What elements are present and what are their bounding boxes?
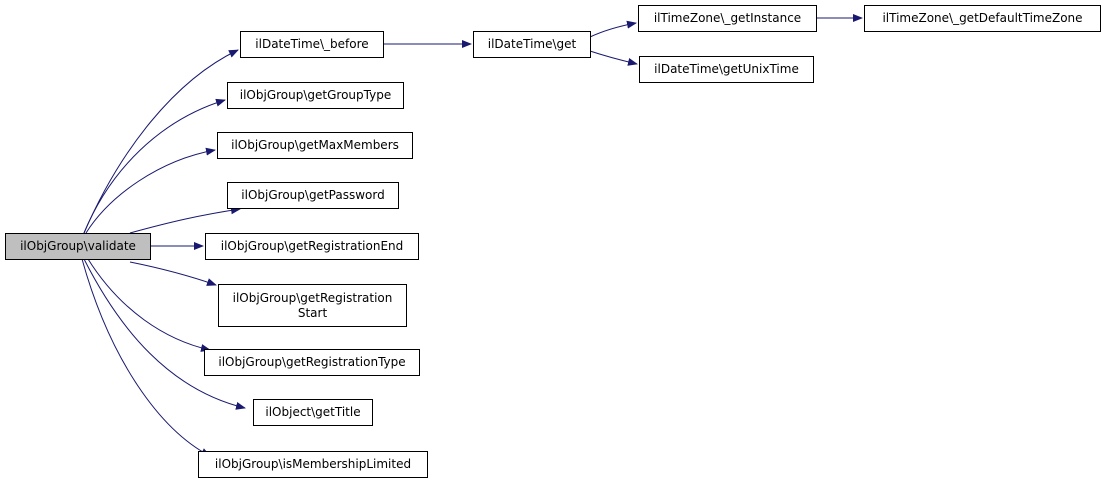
edge-validate-ismembershiplimited [81,258,211,457]
node-ismembershiplimited[interactable]: ilObjGroup\isMembershipLimited [198,451,428,478]
node-getmaxmembers[interactable]: ilObjGroup\getMaxMembers [217,132,413,159]
node-gettitle[interactable]: ilObject\getTitle [253,399,373,426]
node-tz-default[interactable]: ilTimeZone\_getDefaultTimeZone [864,5,1101,32]
node-validate[interactable]: ilObjGroup\validate [5,233,151,260]
edge-validate-gettitle [83,258,246,410]
node-getpassword[interactable]: ilObjGroup\getPassword [227,182,399,209]
edge-validate-before [83,49,239,234]
node-getregistrationend[interactable]: ilObjGroup\getRegistrationEnd [205,233,419,260]
node-getregistrationstart[interactable]: ilObjGroup\getRegistration Start [218,284,407,327]
edge-get-getunixtime [589,50,638,66]
node-get[interactable]: ilDateTime\get [473,31,591,58]
edge-validate-getregtype [87,258,211,352]
node-tz-getinstance[interactable]: ilTimeZone\_getInstance [638,5,817,32]
node-getregistrationtype[interactable]: ilObjGroup\getRegistrationType [204,349,420,376]
edge-validate-getpassword [129,206,241,234]
edge-get-tzgetinstance [589,20,637,38]
edge-validate-getregstart [129,261,217,286]
edge-validate-getgrouptype [83,98,226,234]
node-before[interactable]: ilDateTime\_before [240,31,384,58]
node-getunixtime[interactable]: ilDateTime\getUnixTime [639,56,814,83]
node-getgrouptype[interactable]: ilObjGroup\getGroupType [227,82,404,109]
edge-validate-getmaxmembers [85,147,216,234]
